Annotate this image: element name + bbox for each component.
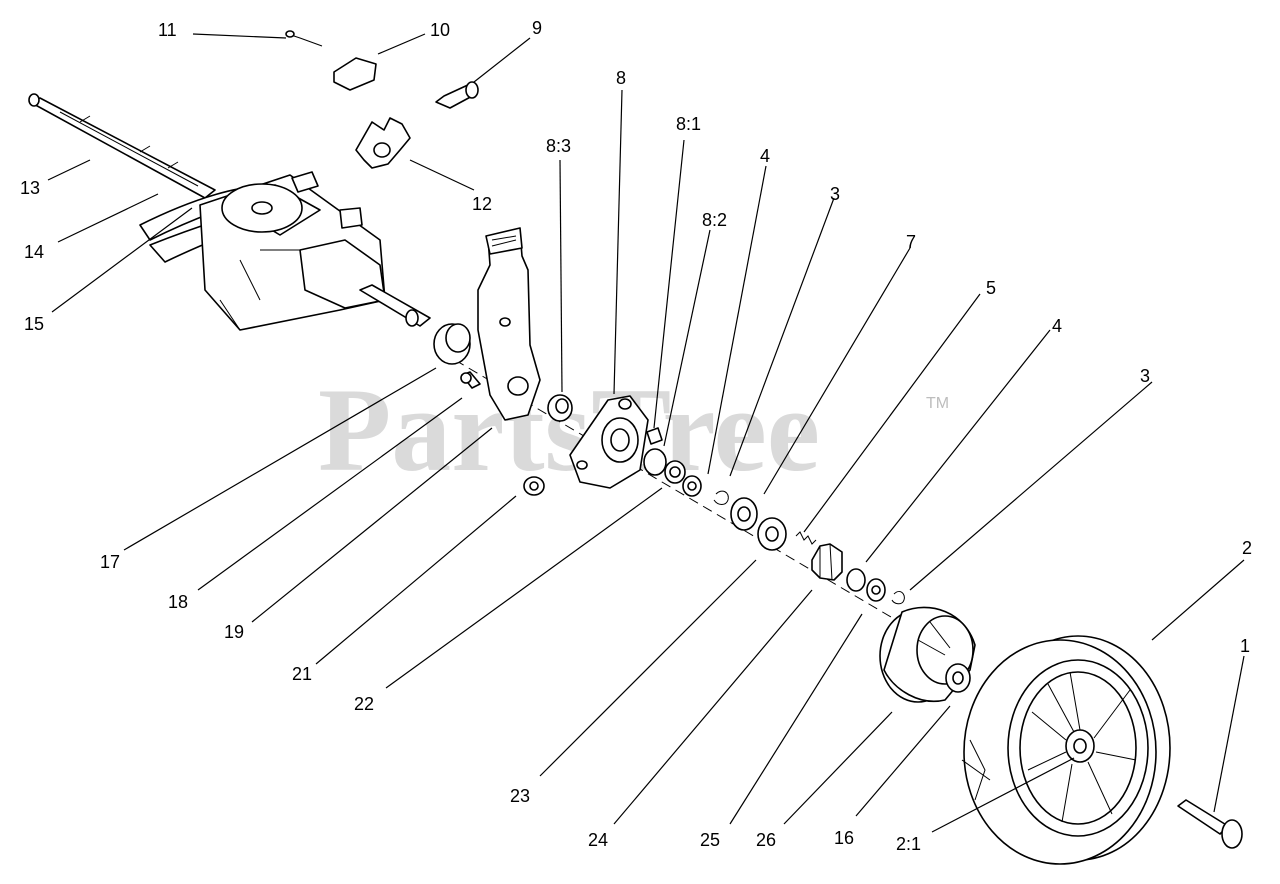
callout-7: 7	[906, 232, 916, 252]
callout-2-1: 2:1	[896, 834, 921, 854]
output-shaft	[359, 284, 431, 327]
clip-3	[713, 490, 729, 505]
callout-18: 18	[168, 592, 188, 612]
callout-5: 5	[986, 278, 996, 298]
callout-labels: 11 10 9 8 8:1 8:3 4 3 8:2 7 5 4 3 2 1 12…	[20, 18, 1252, 854]
callout-21: 21	[292, 664, 312, 684]
callout-10: 10	[430, 20, 450, 40]
callout-19: 19	[224, 622, 244, 642]
clip-3-right	[891, 591, 905, 605]
callout-3-lower: 3	[1140, 366, 1150, 386]
ring-23	[730, 497, 758, 531]
callout-15: 15	[24, 314, 44, 334]
wheel-2	[961, 635, 1171, 865]
washer-4	[682, 475, 702, 497]
callout-24: 24	[588, 830, 608, 850]
callout-8-2: 8:2	[702, 210, 727, 230]
callout-25: 25	[700, 830, 720, 850]
axle-bolt-1	[1177, 799, 1243, 849]
bolt-9	[435, 81, 479, 109]
bearing-8-3	[547, 394, 573, 422]
grease-fitting-8-1	[646, 427, 663, 445]
watermark-tm: TM	[926, 395, 949, 412]
nut-21	[523, 476, 545, 496]
callout-8-3: 8:3	[546, 136, 571, 156]
pinion-24	[811, 543, 843, 581]
callout-2: 2	[1242, 538, 1252, 558]
callout-26: 26	[756, 830, 776, 850]
axle-centerline	[454, 359, 931, 641]
callout-1: 1	[1240, 636, 1250, 656]
handle-bracket-12	[355, 117, 411, 169]
mounting-bracket	[477, 227, 541, 421]
callout-17: 17	[100, 552, 120, 572]
hubcap-26	[879, 606, 976, 703]
pin-11	[285, 30, 323, 47]
callout-12: 12	[472, 194, 492, 214]
transmission	[199, 171, 386, 331]
spacer-8-2	[643, 448, 667, 476]
callout-13: 13	[20, 178, 40, 198]
drive-shaft	[28, 93, 216, 199]
callout-14: 14	[24, 242, 44, 262]
callout-23: 23	[510, 786, 530, 806]
watermark-text: PartsTree	[318, 363, 820, 496]
leader-lines	[47, 33, 1245, 833]
callout-4-upper: 4	[760, 146, 770, 166]
bolt-18	[460, 371, 481, 389]
callout-16: 16	[834, 828, 854, 848]
washer-22	[664, 460, 686, 484]
washer-4-right	[846, 568, 866, 592]
washer-25	[866, 578, 886, 602]
callout-22: 22	[354, 694, 374, 714]
gear-housing-8	[569, 395, 649, 489]
callout-11: 11	[158, 20, 177, 40]
spring-5	[795, 531, 817, 545]
callout-8-1: 8:1	[676, 114, 701, 134]
callout-4-lower: 4	[1052, 316, 1062, 336]
callout-9: 9	[532, 18, 542, 38]
knob-10	[333, 57, 377, 91]
bushing-17	[433, 323, 471, 365]
callout-3-upper: 3	[830, 184, 840, 204]
callout-8: 8	[616, 68, 626, 88]
ring-7	[757, 517, 787, 551]
